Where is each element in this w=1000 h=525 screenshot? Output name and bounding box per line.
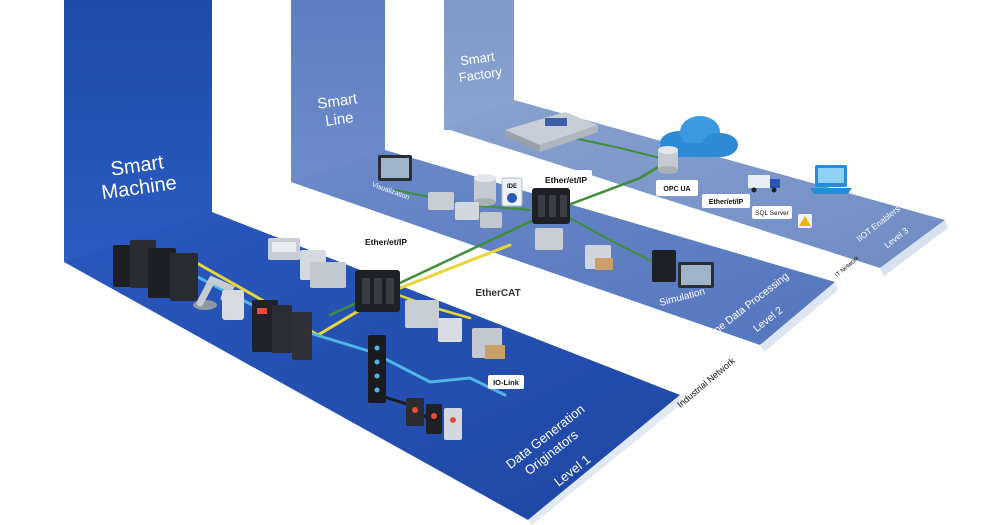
sql-server-badge: SQL Server <box>752 206 792 219</box>
simulation-server-icon <box>652 250 714 288</box>
ide-box-icon <box>501 177 523 207</box>
warning-icon <box>798 214 812 228</box>
factory-database-icon <box>658 146 678 174</box>
plc-controller-icon <box>355 270 400 312</box>
smart-factory-title-line2: Factory <box>458 64 504 85</box>
smart-factory-title-line1: Smart <box>459 49 496 69</box>
tier-titles: Smart Machine Smart Line Smart Factory <box>100 49 503 205</box>
visualization-screen-icon <box>378 155 412 181</box>
machine-cell-2-icon <box>405 300 505 359</box>
smart-line-title-line2: Line <box>324 109 354 130</box>
ethercat-badge: EtherCAT <box>470 280 526 304</box>
ethernet-ip-badge-level3: Ether/et/IP <box>702 194 750 208</box>
drive-unit-4 <box>170 253 198 301</box>
level2-plc-icon <box>532 188 570 224</box>
laptop-icon <box>810 165 852 194</box>
ide-badge: IDE <box>507 184 517 190</box>
sensors-icon <box>406 398 462 440</box>
robot-arm-icon <box>193 275 244 320</box>
smart-machine-wall <box>64 0 212 262</box>
machine-cell-1-icon <box>268 238 346 288</box>
level2-devices <box>378 155 714 288</box>
opc-ua-label: OPC UA <box>663 186 690 193</box>
io-block-icon <box>368 335 386 403</box>
ide-label: IDE <box>507 184 517 190</box>
smart-line-wall <box>291 0 385 182</box>
cloud-icon <box>660 116 738 157</box>
io-link-label: IO-Link <box>493 378 520 387</box>
ethernet-ip-label-1: Ether/et/IP <box>365 237 407 247</box>
level3-devices <box>505 112 852 228</box>
ethernet-ip-badge-level2: Ether/et/IP <box>540 170 592 188</box>
database-icon <box>474 174 496 206</box>
io-link-badge: IO-Link <box>488 375 524 389</box>
drive-unit-3 <box>148 248 176 298</box>
factory-plant-icon <box>505 112 598 152</box>
protocol-badges: Ether/et/IP Ether/et/IP Ether/et/IP Ethe… <box>360 170 792 389</box>
green-link-factory <box>559 134 669 161</box>
servo-drive-icon <box>252 300 312 360</box>
level2-floor-edge <box>760 282 838 352</box>
ethercat-label: EtherCAT <box>475 288 520 299</box>
opc-ua-badge: OPC UA <box>656 180 698 196</box>
ethernet-ip-label-2: Ether/et/IP <box>545 175 587 185</box>
green-link-simulation <box>554 209 666 269</box>
ethernet-ip-badge-level1: Ether/et/IP <box>360 232 412 250</box>
cyan-link-sensors <box>298 328 507 397</box>
sql-server-label: SQL Server <box>755 210 790 217</box>
level1-devices <box>113 238 505 440</box>
industrial-network-label: Industrial Network <box>675 355 737 409</box>
drive-cabinet-group <box>113 240 198 301</box>
line-machines-icon <box>428 192 613 270</box>
level3-floor-edge <box>880 220 948 276</box>
smart-line-title-line1: Smart <box>316 90 359 113</box>
level1-floor-edge <box>528 395 684 525</box>
truck-icon <box>748 175 780 193</box>
ethernet-ip-label-3: Ether/et/IP <box>709 199 744 206</box>
it-network-label: IT Network <box>834 255 861 279</box>
